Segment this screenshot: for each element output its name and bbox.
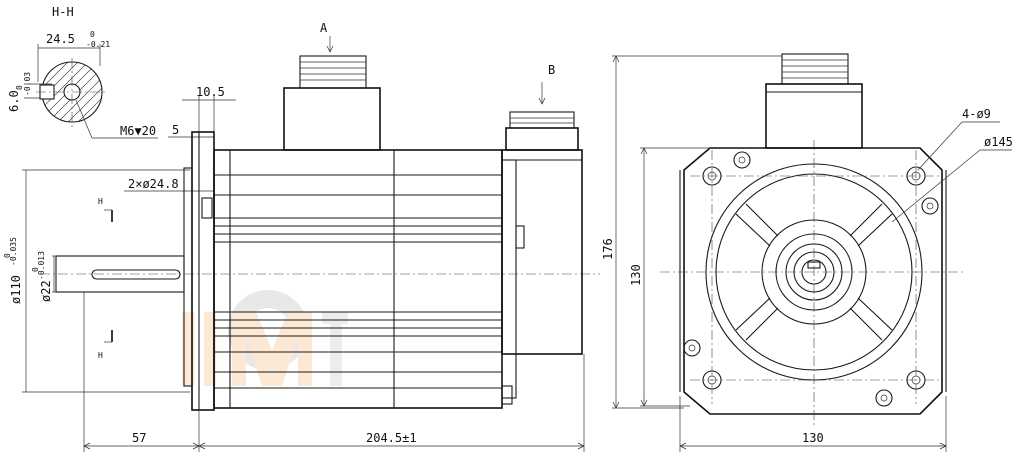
dim-step: 5 xyxy=(172,123,179,137)
dim-shaft-tol-lower: -0.013 xyxy=(37,251,46,280)
marker-b: B xyxy=(548,63,555,77)
section-mark-bottom: H xyxy=(98,351,103,360)
section-width-tol-lower: -0.21 xyxy=(86,40,110,49)
front-view: 4-ø9 ø145 176 130 130 xyxy=(601,53,1013,452)
dim-front-square-v: 130 xyxy=(629,264,643,286)
shaft-keyway xyxy=(91,269,181,280)
section-view-hh: H-H 24.5 0 -0.21 6.0 0 -0.03 xyxy=(7,5,158,139)
dim-shaft-dia: ø22 xyxy=(39,280,53,302)
dim-flange-thickness: 10.5 xyxy=(196,85,225,99)
front-flange xyxy=(683,147,943,415)
dim-spigot-dia: ø110 xyxy=(9,275,23,304)
watermark-logo xyxy=(182,290,348,386)
section-depth-tol-upper: 0 xyxy=(15,85,24,90)
side-view: 10.5 5 2×ø24.8 xyxy=(3,21,600,452)
dim-front-holes: 4-ø9 xyxy=(962,107,991,121)
section-depth-dim: 6.0 xyxy=(7,90,21,112)
section-thread-label: M6▼20 xyxy=(120,124,156,138)
dim-body-length: 204.5±1 xyxy=(366,431,417,445)
dim-shaft-tol-upper: 0 xyxy=(31,267,40,272)
dim-spigot-tol-upper: 0 xyxy=(3,253,12,258)
dim-shaft-length: 57 xyxy=(132,431,146,445)
dim-front-square-h: 130 xyxy=(802,431,824,445)
encoder-housing xyxy=(501,149,583,355)
section-mark-top: H xyxy=(98,197,103,206)
dim-side-holes: 2×ø24.8 xyxy=(128,177,179,191)
dim-spigot-tol-lower: -0.035 xyxy=(9,237,18,266)
marker-a: A xyxy=(320,21,328,35)
section-title: H-H xyxy=(52,5,74,19)
dim-front-height: 176 xyxy=(601,238,615,260)
encoder-connector xyxy=(505,127,579,151)
section-width-tol-upper: 0 xyxy=(90,30,95,39)
section-width-dim: 24.5 xyxy=(46,32,75,46)
power-connector xyxy=(283,87,381,151)
front-connector xyxy=(765,83,863,149)
dim-front-pcd: ø145 xyxy=(984,135,1013,149)
